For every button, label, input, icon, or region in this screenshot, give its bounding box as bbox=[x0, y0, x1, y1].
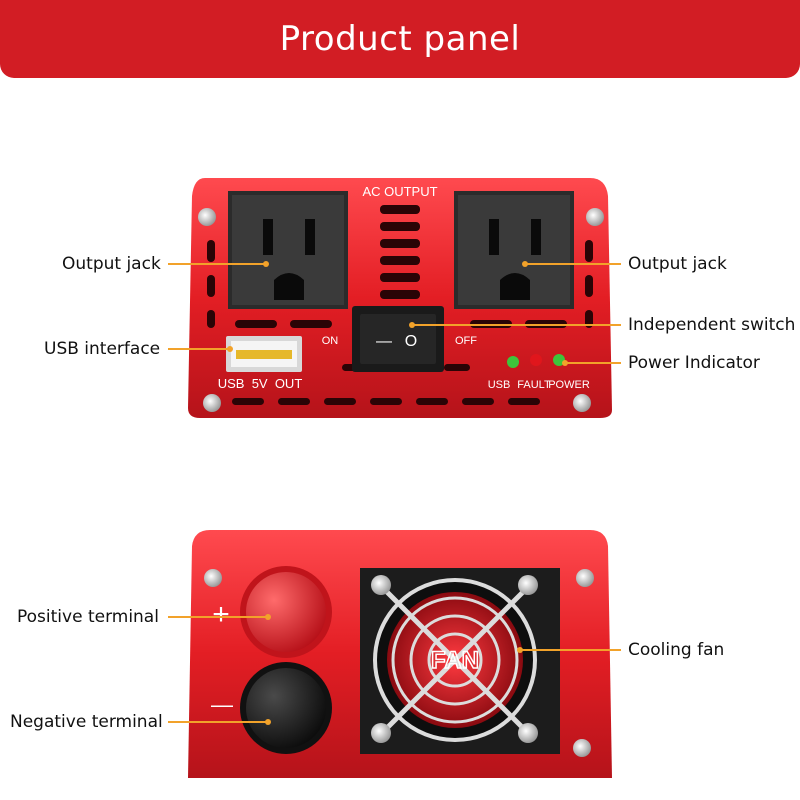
leader-cooling-fan bbox=[517, 647, 621, 653]
plus-sign: + bbox=[212, 598, 230, 631]
callout-cooling-fan: Cooling fan bbox=[628, 640, 725, 660]
callout-output-jack-right: Output jack bbox=[628, 254, 727, 274]
leader-usb-interface bbox=[168, 346, 233, 352]
leader-output-jack-right bbox=[522, 261, 621, 267]
usb-led bbox=[507, 356, 519, 368]
output-jack-left bbox=[228, 191, 348, 309]
cooling-fan bbox=[360, 568, 560, 754]
led-power-label: POWER bbox=[548, 379, 590, 391]
callout-usb-interface: USB interface bbox=[44, 339, 161, 359]
callout-positive-terminal: Positive terminal bbox=[17, 607, 159, 627]
side-vents bbox=[207, 240, 593, 328]
front-panel: AC OUTPUT ON OFF — O USB 5V OUT USB FAUL… bbox=[188, 178, 612, 418]
switch-on-label: ON bbox=[322, 335, 339, 347]
ac-output-label: AC OUTPUT bbox=[362, 184, 437, 199]
switch-off-symbol: O bbox=[405, 333, 417, 350]
header-banner: Product panel bbox=[0, 0, 800, 78]
back-screws bbox=[204, 569, 594, 757]
front-screws bbox=[198, 208, 604, 412]
leader-negative-terminal bbox=[168, 719, 271, 725]
callout-negative-terminal: Negative terminal bbox=[10, 712, 163, 732]
switch-off-label: OFF bbox=[455, 335, 477, 347]
leader-power-indicator bbox=[562, 360, 621, 366]
output-jack-right bbox=[454, 191, 574, 309]
negative-terminal-knob bbox=[240, 662, 332, 754]
led-fault-label: FAULT bbox=[517, 379, 551, 391]
back-panel: FAN + — bbox=[188, 530, 612, 778]
fault-led bbox=[530, 354, 542, 366]
callout-power-indicator: Power Indicator bbox=[628, 353, 760, 373]
positive-terminal-knob bbox=[240, 566, 332, 658]
independent-switch bbox=[352, 306, 444, 372]
switch-on-symbol: — bbox=[376, 333, 392, 350]
callout-independent-switch: Independent switch bbox=[628, 315, 796, 335]
center-vents bbox=[380, 205, 420, 299]
leader-independent-switch bbox=[409, 322, 621, 328]
leader-output-jack-left bbox=[168, 261, 269, 267]
minus-sign: — bbox=[211, 692, 233, 717]
leader-positive-terminal bbox=[168, 614, 271, 620]
led-usb-label: USB bbox=[488, 379, 511, 391]
callout-output-jack-left: Output jack bbox=[62, 254, 161, 274]
page-title: Product panel bbox=[279, 19, 521, 59]
fan-label: FAN bbox=[431, 647, 479, 674]
usb-port bbox=[226, 336, 302, 372]
usb-5v-out-label: USB 5V OUT bbox=[218, 376, 303, 391]
